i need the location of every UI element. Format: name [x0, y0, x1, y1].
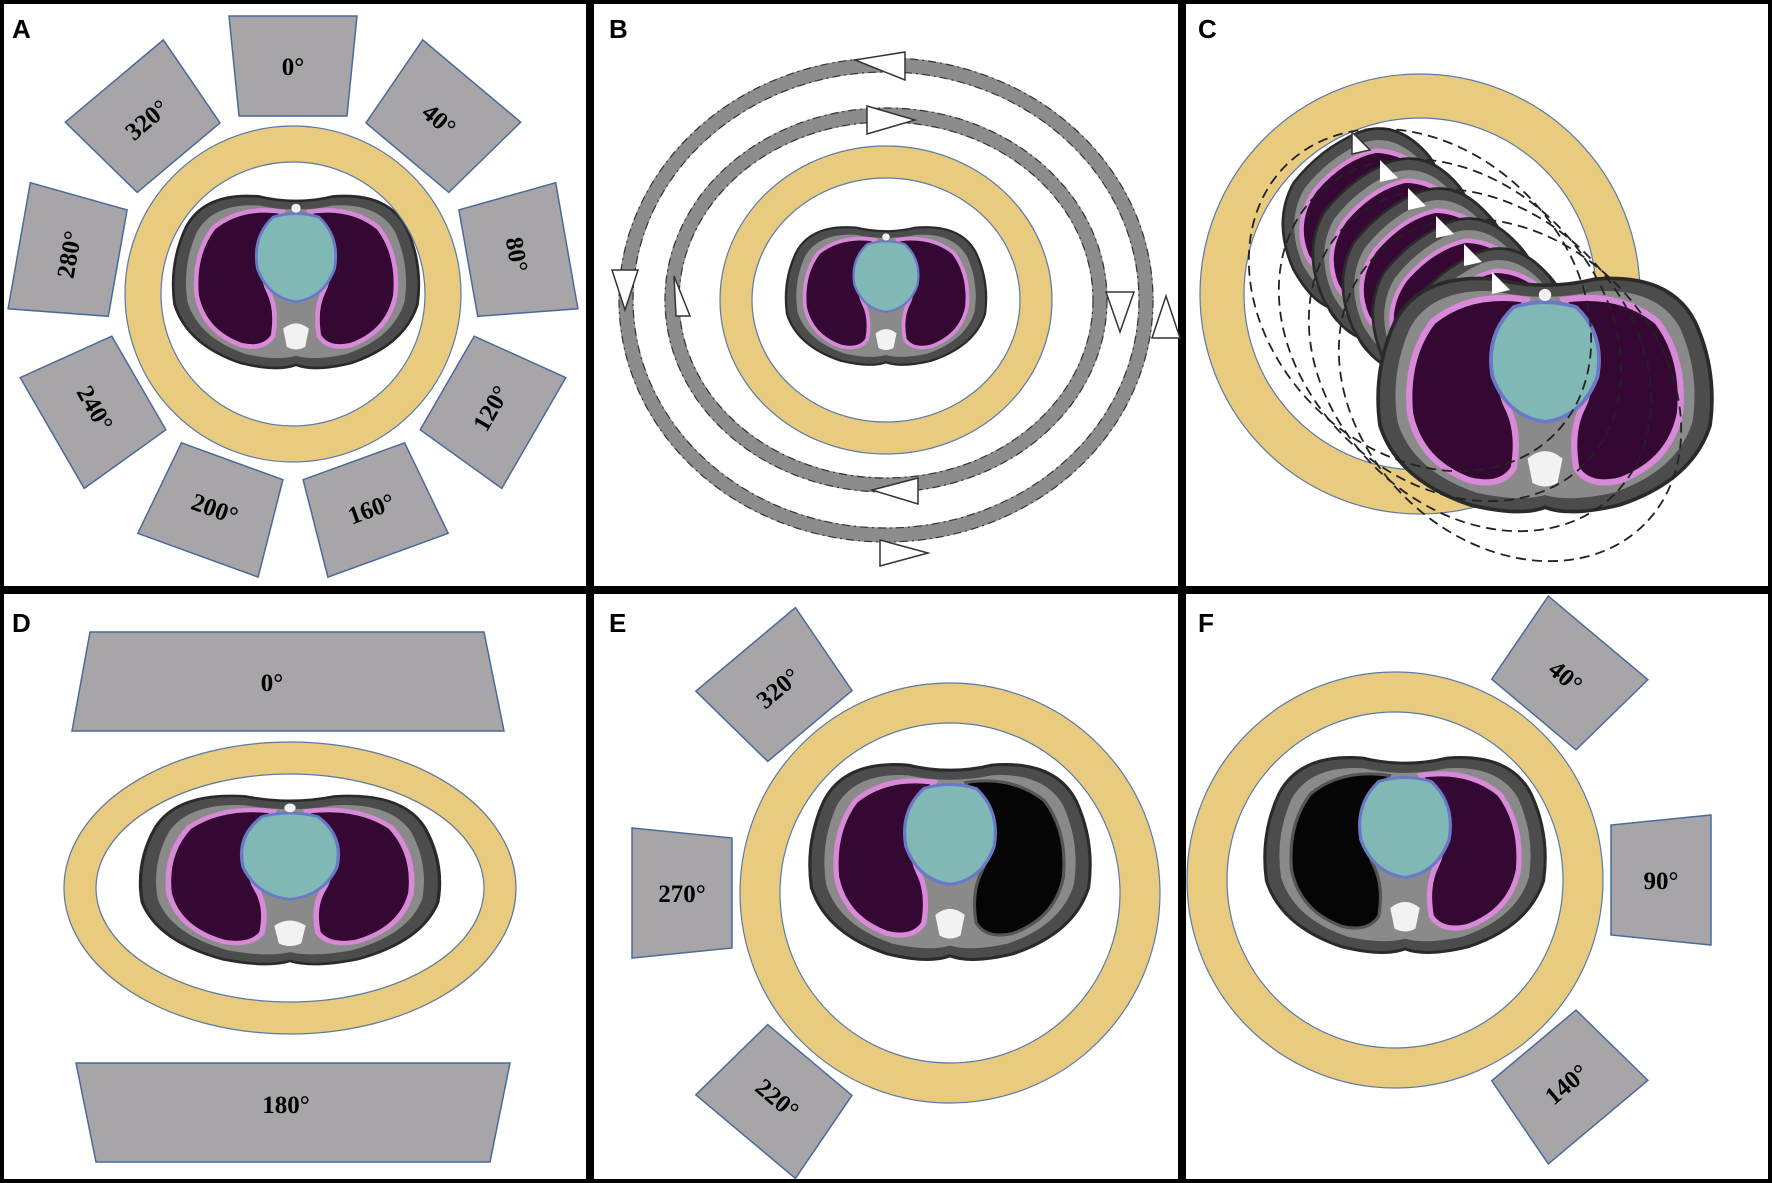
- beam-field-group: 40°90°140°: [1490, 594, 1712, 1166]
- ct-slice-image: [140, 796, 439, 964]
- beam-field-40: [364, 38, 522, 194]
- ct-slice-image: [784, 225, 988, 367]
- arc-direction-arrow-icon: [1150, 293, 1182, 339]
- gantry-ring: [125, 126, 461, 462]
- beam-field-200: [136, 441, 284, 579]
- beam-field-140: [1490, 1009, 1650, 1166]
- beam-angle-label: 0°: [282, 54, 305, 81]
- beam-angle-label: 90°: [1644, 868, 1679, 895]
- panel-f-letter: F: [1198, 608, 1214, 638]
- panel-a-letter: A: [12, 14, 31, 44]
- beam-field-180: [75, 1062, 511, 1163]
- gantry-ring-inner-edge: [751, 177, 1021, 423]
- arc-direction-arrow-icon: [610, 269, 640, 313]
- outer-arc-edge-inner: [632, 71, 1140, 529]
- gantry-ring-inner-edge: [95, 773, 485, 1003]
- couch-direction-arrow-icon: [1408, 188, 1426, 210]
- arc-direction-arrow-icon: [879, 539, 931, 567]
- beam-angle-label: 270°: [658, 881, 706, 908]
- gantry-ring-outer-edge: [739, 682, 1161, 1104]
- beam-angle-label: 80°: [500, 235, 533, 274]
- beam-field-280: [7, 181, 128, 318]
- gantry-ring-outer-edge: [1186, 671, 1604, 1089]
- beam-field-80: [458, 181, 579, 318]
- gantry-ring: [740, 683, 1160, 1103]
- gantry-ring: [63, 741, 517, 1035]
- gantry-ring-inner-edge: [779, 722, 1121, 1064]
- arc-direction-arrow-icon: [866, 105, 918, 135]
- couch-direction-arrow-icon: [1380, 160, 1398, 182]
- panel-a: A 0°40°80°120°160°200°240°280°320°: [0, 0, 590, 590]
- beam-field-240: [19, 335, 167, 490]
- beam-field-270: [631, 827, 733, 959]
- panel-b: B: [590, 0, 1182, 590]
- panel-d-letter: D: [12, 608, 31, 638]
- gantry-ring-outer-edge: [63, 741, 517, 1035]
- gantry-ring: [1187, 672, 1603, 1088]
- gantry-ring-outer-edge: [719, 145, 1053, 455]
- gantry-ring-outer-edge: [124, 125, 462, 463]
- ct-slice-image: [808, 763, 1092, 961]
- panel-b-letter: B: [609, 14, 628, 44]
- beam-field-120: [419, 335, 567, 490]
- panel-c-letter: C: [1198, 14, 1217, 44]
- beam-field-group: 220°270°320°: [631, 606, 854, 1180]
- couch-direction-arrow-icon: [1492, 272, 1510, 294]
- panel-e-letter: E: [609, 608, 626, 638]
- beam-angle-label: 180°: [262, 1092, 310, 1119]
- panel-c: C: [1182, 0, 1772, 590]
- inner-arc-edge-inner: [678, 121, 1094, 479]
- panel-d: D 0° 180°: [0, 590, 590, 1183]
- arc-direction-arrow-icon: [673, 275, 692, 317]
- beam-field-group: 0°40°80°120°160°200°240°280°320°: [7, 15, 579, 579]
- panel-e: E 220°270°320°: [590, 590, 1182, 1183]
- arc-direction-arrow-icon: [852, 51, 906, 82]
- ct-slice-image: [1378, 278, 1712, 511]
- panel-f: F 40°90°140°: [1182, 590, 1772, 1183]
- beam-angle-label: 0°: [261, 670, 284, 697]
- couch-direction-arrow-icon: [1351, 130, 1372, 155]
- beam-field-90: [1610, 814, 1712, 946]
- beam-field-220: [694, 1023, 854, 1180]
- couch-direction-arrow-icon: [1464, 244, 1482, 266]
- beam-field-160: [302, 441, 450, 579]
- ct-slice-image: [1263, 756, 1547, 954]
- gantry-ring-inner-edge: [160, 161, 426, 427]
- gantry-ring: [719, 145, 1053, 455]
- arc-direction-arrow-icon: [1104, 291, 1136, 335]
- couch-direction-arrow-icon: [1436, 216, 1454, 238]
- arc-direction-arrow-icon: [869, 477, 919, 506]
- beam-field-320: [694, 606, 854, 763]
- beam-field-0: [228, 15, 358, 117]
- gantry-ring-inner-edge: [1226, 711, 1564, 1049]
- beam-field-320: [64, 38, 222, 194]
- ct-slice-image: [173, 196, 419, 368]
- beam-field-0: [71, 631, 505, 732]
- beam-field-40: [1490, 594, 1650, 751]
